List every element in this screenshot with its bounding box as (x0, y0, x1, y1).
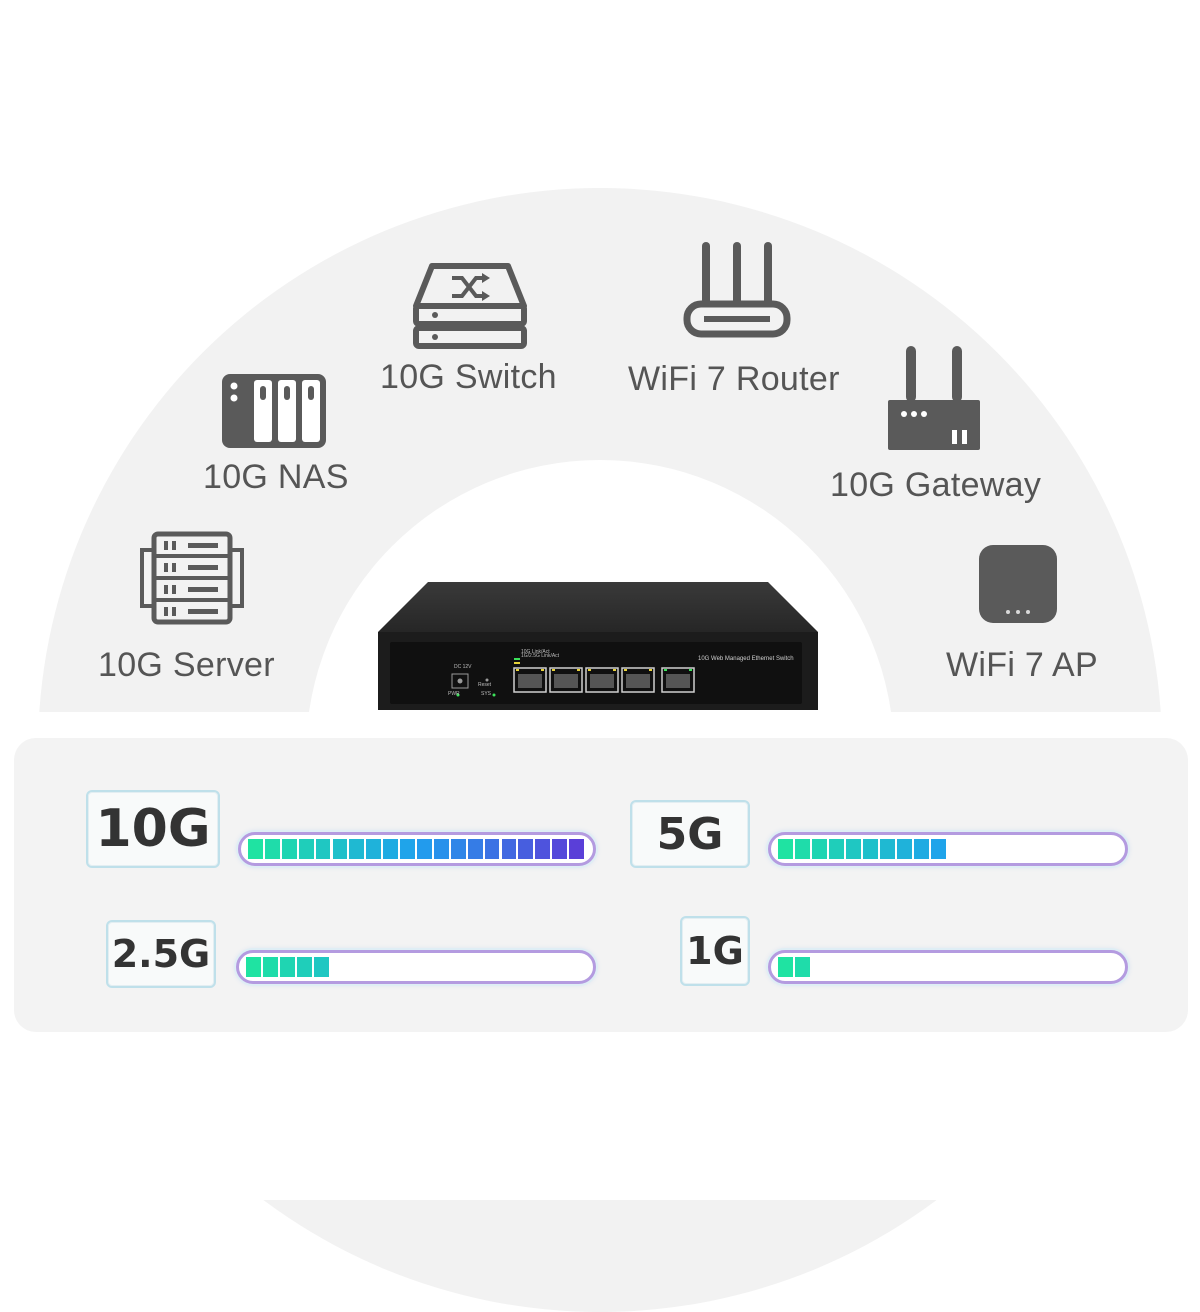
speed-bar-segment (467, 839, 483, 859)
device-label-nas: 10G NAS (203, 458, 349, 496)
speed-bar-segment (914, 839, 929, 859)
speed-bar-segment (552, 839, 568, 859)
speed-bar-segment (383, 839, 399, 859)
speed-bar-segment (366, 839, 382, 859)
speed-bar-segment (501, 839, 517, 859)
device-label-switch: 10G Switch (380, 358, 557, 396)
speed-bar-2-5g (236, 950, 596, 984)
speed-bar-5g (768, 832, 1128, 866)
speed-bar-segment (795, 957, 810, 977)
speed-bar-segment (314, 957, 329, 977)
device-label-ap: WiFi 7 AP (946, 646, 1098, 684)
speed-bar-segment (829, 839, 844, 859)
speed-bar-segment (263, 957, 278, 977)
server-icon (140, 530, 244, 626)
switch-led-legend-2: 1G/2.5G Link/Act (521, 653, 560, 659)
speed-bar-segment (535, 839, 551, 859)
speed-bar-segment (281, 839, 297, 859)
switch-power-label: DC 12V (454, 664, 472, 670)
device-label-gateway: 10G Gateway (830, 466, 1042, 504)
speed-bar-segment (484, 839, 500, 859)
speed-bar-segment (846, 839, 861, 859)
speed-bar-segment (280, 957, 295, 977)
device-label-server: 10G Server (98, 646, 275, 684)
nas-icon (220, 372, 328, 450)
speed-bar-segment (298, 839, 314, 859)
gateway-icon (886, 344, 982, 452)
speed-bar-segment (569, 839, 584, 859)
speed-bar-segment (400, 839, 415, 859)
speed-bar-1g (768, 950, 1128, 984)
switch-sys-label: SYS (481, 691, 492, 697)
switch-model-text: 10G Web Managed Ethernet Switch (698, 656, 794, 662)
speed-badge-5g: 5G (630, 800, 750, 868)
speed-bar-segment (417, 839, 432, 859)
switch-front-panel (390, 642, 802, 704)
speed-bar-segment (778, 957, 793, 977)
speed-bar-segment (931, 839, 946, 859)
speed-bar-10g (238, 832, 596, 866)
speed-bar-segment (863, 839, 878, 859)
speed-bar-segment (812, 839, 827, 859)
speed-bar-segment (433, 839, 449, 859)
speed-bar-segment (880, 839, 895, 859)
speed-bar-segment (778, 839, 793, 859)
device-label-router: WiFi 7 Router (628, 360, 840, 398)
speed-bar-segment (297, 957, 312, 977)
speed-bar-segment (518, 839, 534, 859)
speed-bar-segment (795, 839, 810, 859)
speed-bar-segment (349, 839, 365, 859)
speed-bar-segment (315, 839, 331, 859)
switch-icon (410, 262, 530, 352)
access-point-icon (978, 544, 1058, 624)
switch-reset-label: Reset (478, 682, 492, 688)
speed-badge-10g: 10G (86, 790, 220, 868)
speed-bar-segment (450, 839, 466, 859)
speed-bar-segment (248, 839, 263, 859)
switch-led-legend-1: 10G Link/Act (521, 649, 550, 655)
speed-bar-segment (897, 839, 912, 859)
speed-badge-2-5g: 2.5G (106, 920, 216, 988)
speed-bar-segment (264, 839, 280, 859)
switch-pwr-label: PWR (448, 691, 460, 697)
router-icon (682, 240, 792, 340)
speed-badge-1g: 1G (680, 916, 750, 986)
speed-bar-segment (246, 957, 261, 977)
speed-bar-segment (332, 839, 348, 859)
